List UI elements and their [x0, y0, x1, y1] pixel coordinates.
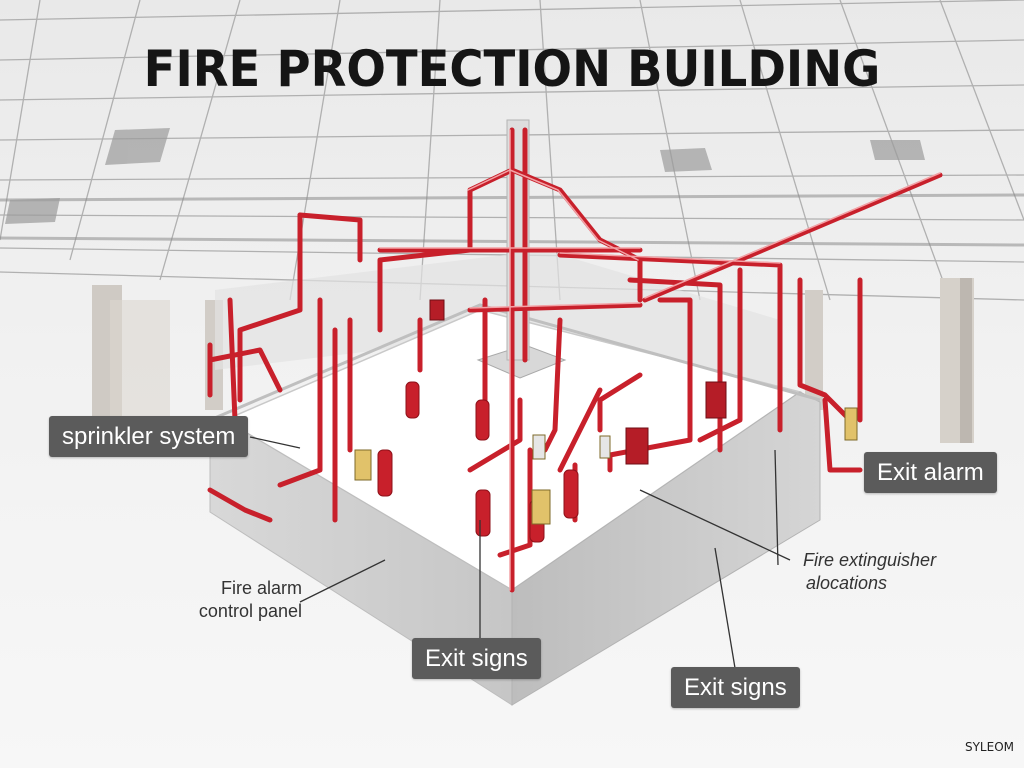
label-fire-alarm-panel-line1: Fire alarm: [220, 578, 302, 598]
alarm-boxes: [429, 299, 727, 465]
leader-extinguisher-locations-2: [639, 489, 791, 561]
extinguisher: [475, 489, 491, 537]
alarm-box: [625, 427, 649, 465]
label-fire-alarm-panel-line2: control panel: [198, 601, 302, 621]
valve: [532, 434, 546, 460]
valve: [531, 489, 551, 525]
platform-rim: [209, 303, 821, 422]
alarm-box: [705, 381, 727, 419]
extinguisher: [377, 449, 393, 497]
ceiling-vents: [5, 128, 925, 224]
page-title: FIRE PROTECTION BUILDING: [143, 40, 881, 98]
extinguisher: [405, 381, 420, 419]
platform-wall-right: [511, 391, 821, 706]
leader-lines: [249, 436, 791, 669]
valve: [599, 435, 611, 459]
label-exit-signs-right: Exit signs: [671, 667, 800, 708]
valve-assemblies: [354, 407, 858, 525]
leader-extinguisher-locations: [774, 449, 779, 566]
brand-watermark: SYLEOM: [964, 740, 1014, 754]
alarm-box: [429, 299, 445, 321]
pipe-network: [207, 127, 943, 593]
label-sprinkler-system: sprinkler system: [49, 416, 249, 457]
leader-fire-alarm-panel: [299, 559, 386, 603]
valve: [354, 449, 372, 481]
valve: [844, 407, 858, 441]
label-fire-extinguisher-line2: alocations: [806, 573, 888, 593]
label-exit-alarm: Exit alarm: [864, 452, 997, 493]
label-exit-signs-center: Exit signs: [412, 638, 541, 679]
leader-sprinkler: [249, 436, 301, 449]
extinguisher: [475, 399, 490, 441]
extinguisher: [563, 469, 579, 519]
leader-exit-signs-right: [714, 547, 736, 669]
label-fire-extinguisher-line1: Fire extinguisher: [803, 550, 937, 570]
